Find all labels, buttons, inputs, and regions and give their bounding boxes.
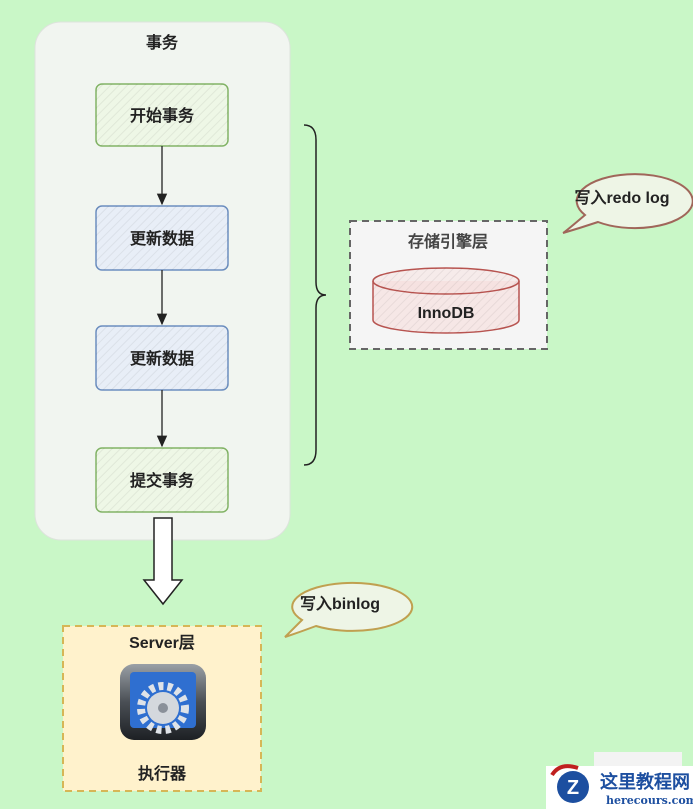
watermark-domain: herecours.com [606, 794, 693, 807]
hollow-down-arrow [142, 517, 184, 606]
watermark-name: 这里教程网 [600, 771, 690, 793]
step-label: 更新数据 [130, 229, 194, 248]
step-update-data-2: 更新数据 [95, 325, 229, 391]
engine-label: InnoDB [418, 305, 475, 322]
transaction-title: 事务 [146, 33, 179, 52]
executor-label: 执行器 [138, 764, 187, 783]
server-layer-title: Server层 [129, 634, 195, 652]
step-label: 提交事务 [130, 471, 195, 490]
watermark-logo: Z 这里教程网 herecours.com [546, 752, 693, 809]
step-start-transaction: 开始事务 [95, 83, 229, 147]
server-layer: Server层 执行器 [62, 625, 262, 792]
storage-engine-layer: 存储引擎层 InnoDB [349, 220, 548, 350]
curly-brace [303, 124, 327, 466]
svg-text:Z: Z [567, 777, 579, 799]
step-label: 开始事务 [130, 106, 195, 125]
redo-log-bubble: 写入redo log [562, 173, 693, 234]
step-update-data-1: 更新数据 [95, 205, 229, 271]
redo-bubble-label: 写入redo log [574, 189, 669, 207]
gear-icon [120, 664, 206, 740]
step-commit-transaction: 提交事务 [95, 447, 229, 513]
innodb-cylinder: InnoDB [372, 267, 520, 334]
step-label: 更新数据 [130, 349, 194, 368]
binlog-bubble: 写入binlog [284, 581, 414, 638]
binlog-bubble-label: 写入binlog [300, 595, 380, 613]
storage-layer-title: 存储引擎层 [408, 232, 488, 251]
